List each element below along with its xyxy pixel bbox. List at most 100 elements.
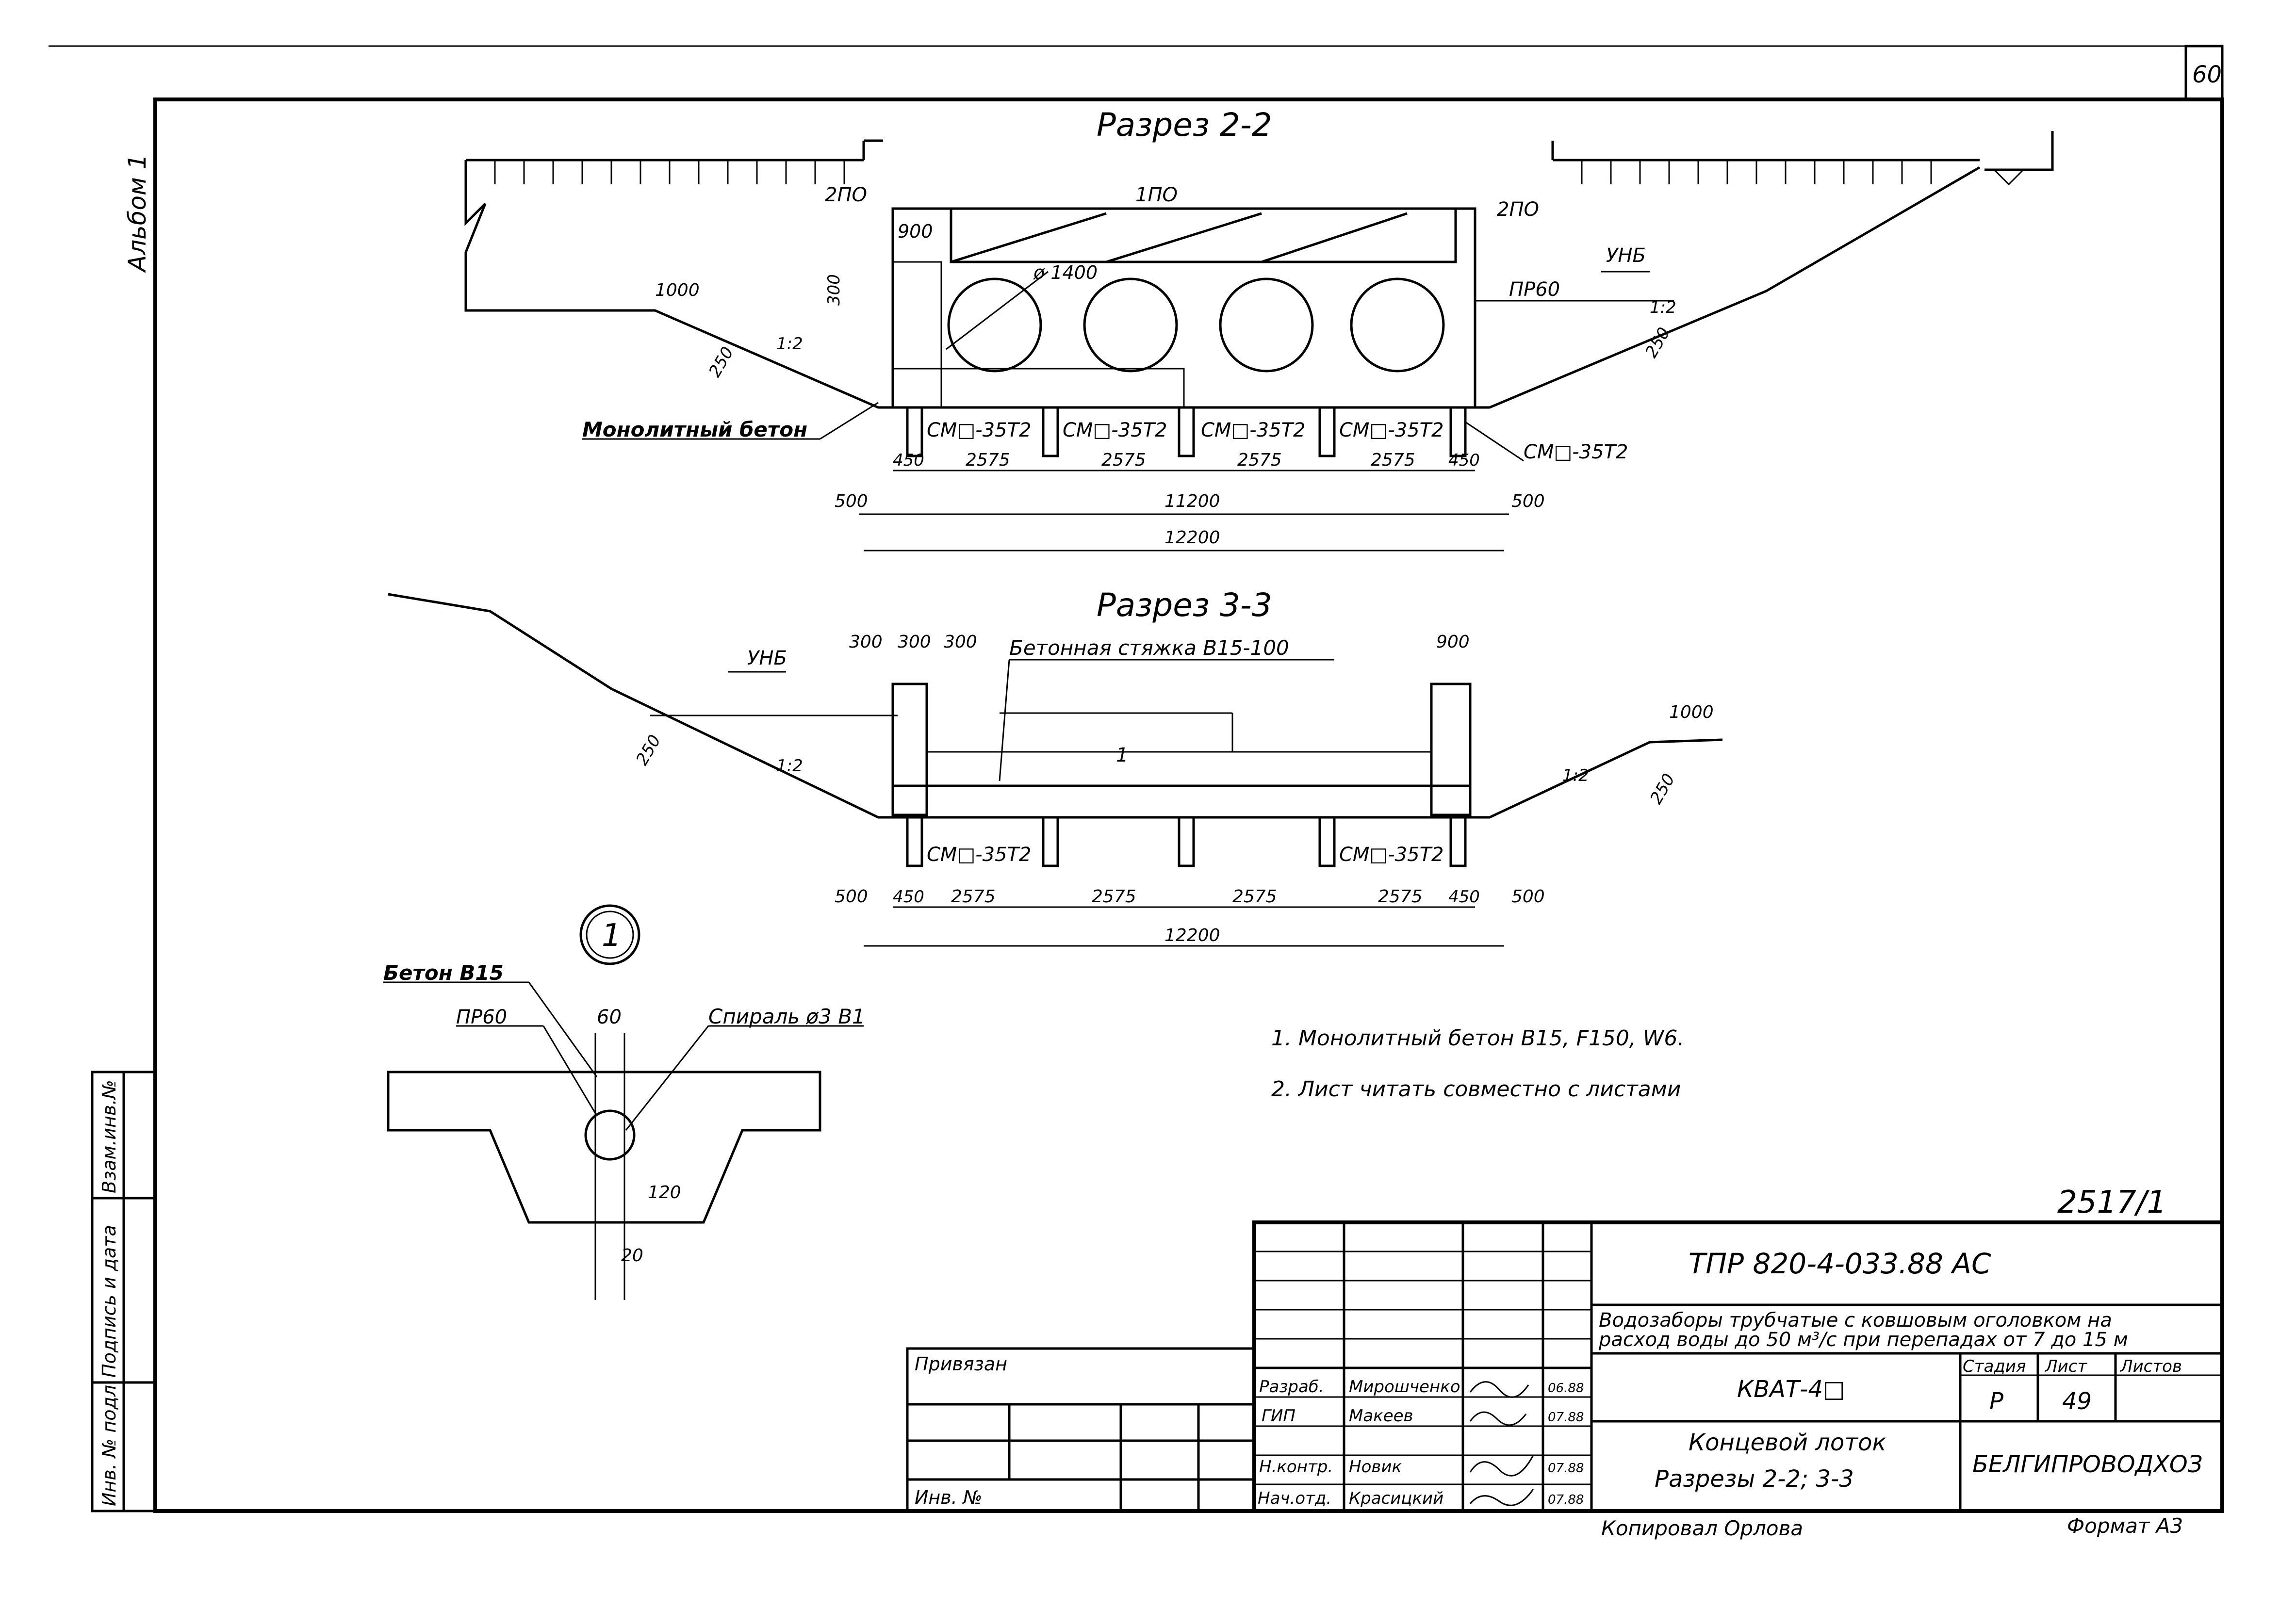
sheet-title-1: Концевой лоток <box>1689 1429 1886 1456</box>
label-concrete-b15: Бетон В15 <box>383 961 504 985</box>
note-1: 1. Монолитный бетон В15, F150, W6. <box>1271 1026 1684 1051</box>
sheet-title-2: Разрезы 2-2; 3-3 <box>1655 1465 1854 1493</box>
description-line1: Водозаборы трубчатые с ковшовым оголовко… <box>1599 1309 2112 1332</box>
side-stamp: Инв. № подл. Подпись и дата Взам.инв.№ <box>91 1071 157 1512</box>
stage-header: Стадия <box>1963 1357 2026 1376</box>
sheet-frame: 60 Альбом 1 <box>49 45 2224 1513</box>
format-label: Формат А3 <box>2067 1514 2183 1538</box>
dim-250-left: 250 <box>705 343 738 380</box>
name-3: Новик <box>1349 1457 1402 1477</box>
dim-12200: 12200 <box>1164 528 1220 548</box>
sheets-header: Листов <box>2119 1357 2182 1376</box>
pile-label-2: СМ□-35Т2 <box>1063 419 1167 441</box>
label-screed: Бетонная стяжка В15-100 <box>1009 636 1289 660</box>
archive-number: 2517/1 <box>2057 1185 2166 1220</box>
label-unb-3-3: УНБ <box>747 647 787 669</box>
date-2: 07.88 <box>1548 1410 1584 1425</box>
date-3: 07.88 <box>1548 1461 1584 1476</box>
dim-20: 20 <box>621 1246 643 1266</box>
dim-500-left-3-3: 500 <box>835 887 868 907</box>
dim-top-1: 300 <box>849 632 883 652</box>
stamp-inv-label: Инв. № подл. <box>98 1379 120 1506</box>
copied-by: Копировал Орлова <box>1601 1516 1803 1540</box>
linked-label: Привязан <box>915 1353 1007 1375</box>
label-monolith: Монолитный бетон <box>582 418 807 441</box>
dim-3-3-row-4: 2575 <box>1232 887 1277 907</box>
pipe-2 <box>1083 277 1178 373</box>
dim-pipe: ø 1400 <box>1033 262 1098 283</box>
role-2: ГИП <box>1262 1406 1296 1426</box>
pipe-4 <box>1350 277 1445 373</box>
ground-hatch <box>494 160 1932 184</box>
slope-right-3-3: 1:2 <box>1562 766 1589 785</box>
detail-number: 1 <box>602 918 622 954</box>
dim-top-2: 300 <box>898 632 931 652</box>
slope-left-3-3: 1:2 <box>776 756 803 776</box>
dim-row-5: 2575 <box>1371 450 1415 470</box>
name-2: Макеев <box>1349 1406 1413 1426</box>
dim-3-3-row-1: 450 <box>893 887 924 907</box>
section-2-2-title: Разрез 2-2 <box>1097 106 1272 144</box>
dim-row-2: 2575 <box>966 450 1010 470</box>
pile-label-3-3-2: СМ□-35Т2 <box>1339 844 1443 866</box>
title-block: Привязан Инв. № Разраб. Мирошченко 06.88… <box>906 1220 2224 1513</box>
label-unb-2-2: УНБ <box>1606 244 1646 267</box>
label-spiral: Спираль ø3 В1 <box>708 1005 865 1028</box>
dim-3-3-row-6: 450 <box>1448 887 1480 907</box>
dim-3-3-row-2: 2575 <box>951 887 996 907</box>
dim-row-4: 2575 <box>1237 450 1282 470</box>
label-1po: 1ПО <box>1135 184 1178 206</box>
role-4: Нач.отд. <box>1258 1489 1331 1508</box>
dim-250-right-3-3: 250 <box>1646 770 1679 807</box>
pile-label-3-3-1: СМ□-35Т2 <box>927 844 1031 866</box>
dim-row-6: 450 <box>1448 451 1480 470</box>
dim-900-3-3: 900 <box>1436 632 1470 652</box>
stamp-sign-label: Подпись и дата <box>98 1225 120 1378</box>
stage-value: Р <box>1989 1388 2003 1415</box>
description-line2: расход воды до 50 м³/с при перепадах от … <box>1598 1329 2128 1351</box>
sheet-value: 49 <box>2062 1388 2092 1415</box>
callout-1-3-3: 1 <box>1116 744 1128 766</box>
label-2po-left: 2ПО <box>825 184 867 206</box>
name-4: Красицкий <box>1349 1489 1443 1508</box>
role-3: Н.контр. <box>1259 1457 1333 1477</box>
dim-12200-3-3: 12200 <box>1164 926 1220 945</box>
pile-label-3: СМ□-35Т2 <box>1201 419 1305 441</box>
pile-label-1: СМ□-35Т2 <box>927 419 1031 441</box>
date-4: 07.88 <box>1548 1493 1584 1507</box>
dim-120: 120 <box>648 1183 681 1203</box>
page-number: 60 <box>2192 61 2222 88</box>
dim-60: 60 <box>597 1006 622 1028</box>
slope-right-2-2: 1:2 <box>1650 298 1676 317</box>
inv-label: Инв. № <box>915 1487 982 1508</box>
section-2-2: Разрез 2-2 <box>464 106 2054 552</box>
slope-left-2-2: 1:2 <box>776 334 803 354</box>
pile-label-right: СМ□-35Т2 <box>1524 441 1628 463</box>
dim-3-3-row-5: 2575 <box>1378 887 1423 907</box>
pile-label-4: СМ□-35Т2 <box>1339 419 1443 441</box>
doc-code: ТПР 820-4-033.88 АС <box>1689 1247 1991 1280</box>
section-3-3: Разрез 3-3 300 300 300 Бетонная стяжка В… <box>388 586 1723 947</box>
dim-row-1: 450 <box>893 451 924 470</box>
stamp-replace-label: Взам.инв.№ <box>98 1080 120 1193</box>
piles-3-3 <box>906 816 1467 867</box>
dim-250-right: 250 <box>1641 324 1674 361</box>
section-3-3-title: Разрез 3-3 <box>1097 586 1272 624</box>
dim-500-right-3-3: 500 <box>1511 887 1545 907</box>
dim-500-left: 500 <box>835 491 868 511</box>
sheet-header: Лист <box>2044 1357 2087 1376</box>
dim-row-3: 2575 <box>1101 450 1146 470</box>
dim-500-right: 500 <box>1511 491 1545 511</box>
pipe-3 <box>1219 277 1314 373</box>
date-1: 06.88 <box>1548 1381 1584 1396</box>
dim-1000: 1000 <box>655 280 700 300</box>
dim-11200: 11200 <box>1164 491 1220 511</box>
album-label: Альбом 1 <box>123 154 151 273</box>
dim-1000-3-3: 1000 <box>1669 702 1714 722</box>
detail-1: 1 Бетон В15 ПР60 60 Спираль ø3 В1 120 20 <box>383 904 865 1300</box>
label-2po-right: 2ПО <box>1497 198 1539 221</box>
piles-2-2 <box>906 406 1467 457</box>
pipe-1 <box>947 277 1042 373</box>
dim-900: 900 <box>898 221 933 242</box>
